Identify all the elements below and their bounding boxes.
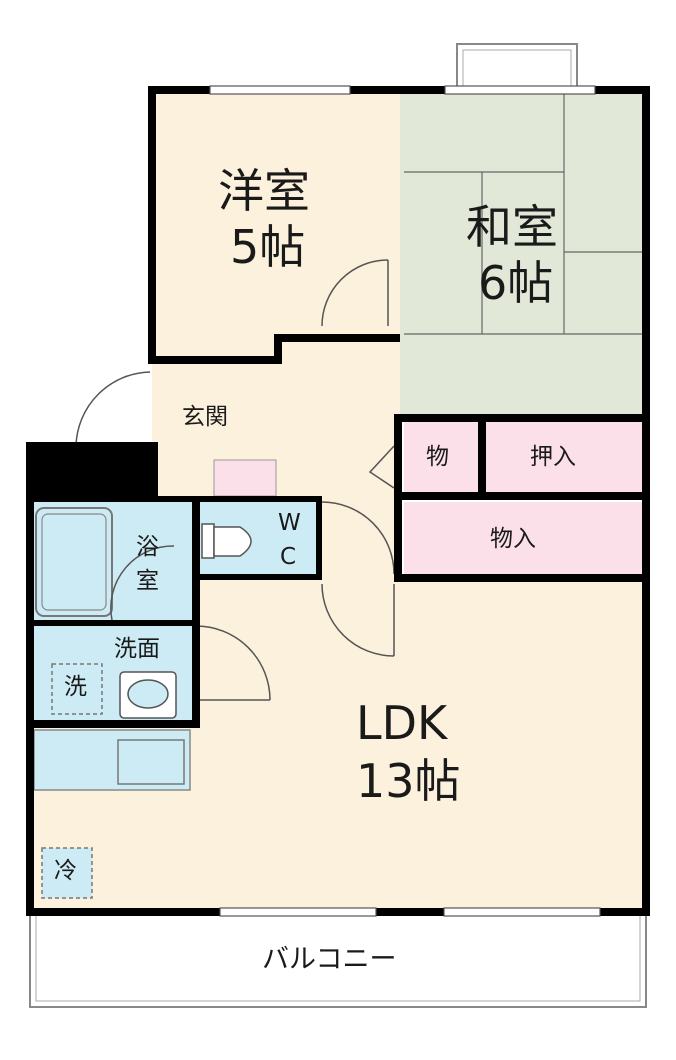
ldk-size: 13帖 [356,754,461,808]
japanese-room-size: 6帖 [478,256,554,310]
washer-space [51,663,103,715]
storage-small-label: 物 [426,444,449,470]
western-room-floor [152,90,400,360]
ldk-name: LDK [356,696,448,750]
washroom-label: 洗面 [114,636,160,662]
bath-label-1: 浴 [136,534,159,560]
shoe-box [213,459,277,497]
balcony-label: バルコニー [262,944,397,975]
western-room-name: 洋室 [218,164,310,218]
storage-floor [404,502,642,576]
storage-small-floor [404,420,480,494]
closet-label: 押入 [530,444,576,470]
balcony-area [29,911,647,1008]
western-room-size: 5帖 [230,220,306,274]
bathtub [35,507,113,617]
wc-label-c: C [280,544,297,570]
bath-label-2: 室 [136,568,159,594]
wc-label-w: W [278,510,301,536]
storage-label: 物入 [490,526,536,552]
fridge-label: 冷 [54,858,77,884]
entrance-label: 玄関 [182,404,228,430]
washer-label: 洗 [64,674,87,700]
closet-floor [486,420,642,494]
fridge-space [41,847,93,899]
japanese-room-name: 和室 [466,200,558,254]
toilet [201,523,252,559]
